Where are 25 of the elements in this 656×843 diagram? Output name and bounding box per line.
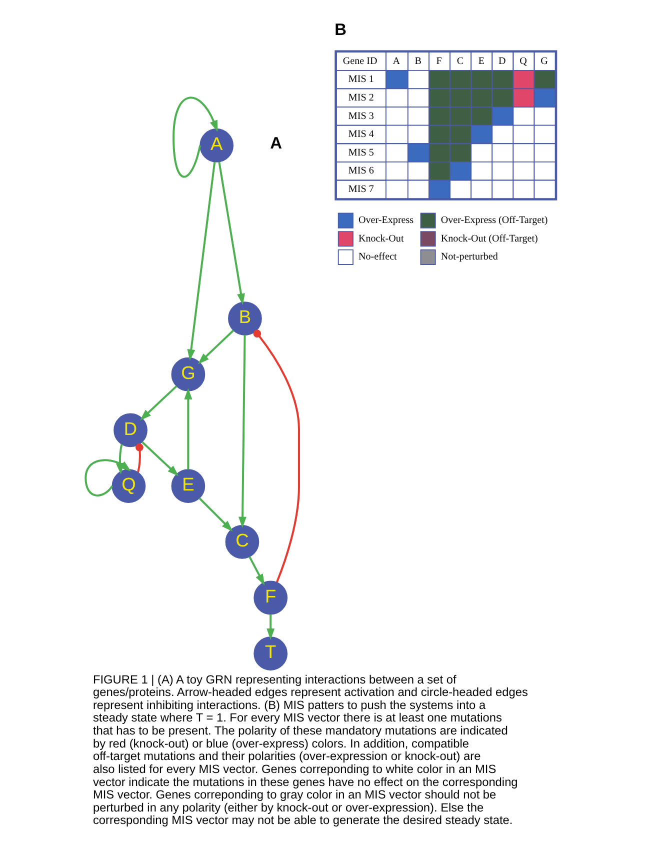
label: B (414, 56, 422, 67)
label: G (540, 56, 548, 67)
legend-label: Over-Express (Off-Target) (440, 215, 548, 226)
label: MIS 7 (348, 184, 374, 195)
label: D (498, 56, 506, 67)
legend-label: Over-Express (358, 215, 414, 226)
label: A (392, 56, 400, 67)
label: MIS 4 (348, 129, 374, 140)
label: MIS 3 (348, 110, 374, 122)
label: Gene ID (342, 56, 377, 67)
label: A (270, 134, 282, 153)
legend-label: Not-perturbed (440, 252, 498, 263)
legend-label: Knock-Out (Off-Target) (440, 233, 538, 244)
label: C (456, 56, 464, 67)
label: MIS 6 (348, 166, 374, 177)
label: E (478, 56, 484, 67)
label: MIS 1 (348, 74, 374, 86)
label: MIS 2 (348, 92, 374, 104)
label: MIS 5 (348, 147, 374, 158)
legend-label: Knock-Out (358, 233, 404, 244)
label: B (334, 21, 346, 40)
label: Q (519, 56, 526, 67)
label: F (436, 56, 442, 67)
legend-label: No-effect (358, 252, 396, 263)
caption: FIGURE 1 | (A) A toy GRN representing interactions between a set of genes/proteins. Arrow-headed edges represent activation and circle-headed edges represent inhibiting interactions. (B) MIS patters to push the systems into a steady state where T = 1. For every MIS vector there is at least one mutations that has to be present. The polarity of these mandatory mutations are indicated by red (knock-out) or blue (over-express) colors. In addition, compatible off-target mutations and their polarities (over-expression or knock-out) are also listed for every MIS vector. Genes correponding to white color in an MIS vector indicate the mutations in these genes have no effect on the corresponding MIS vector. Genes correponding to gray color in an MIS vector should not be perturbed in any polarity (either by knock-out or over-expression). Else the corresponding MIS vector may not be able to generate the desired steady state. (92, 672, 528, 828)
